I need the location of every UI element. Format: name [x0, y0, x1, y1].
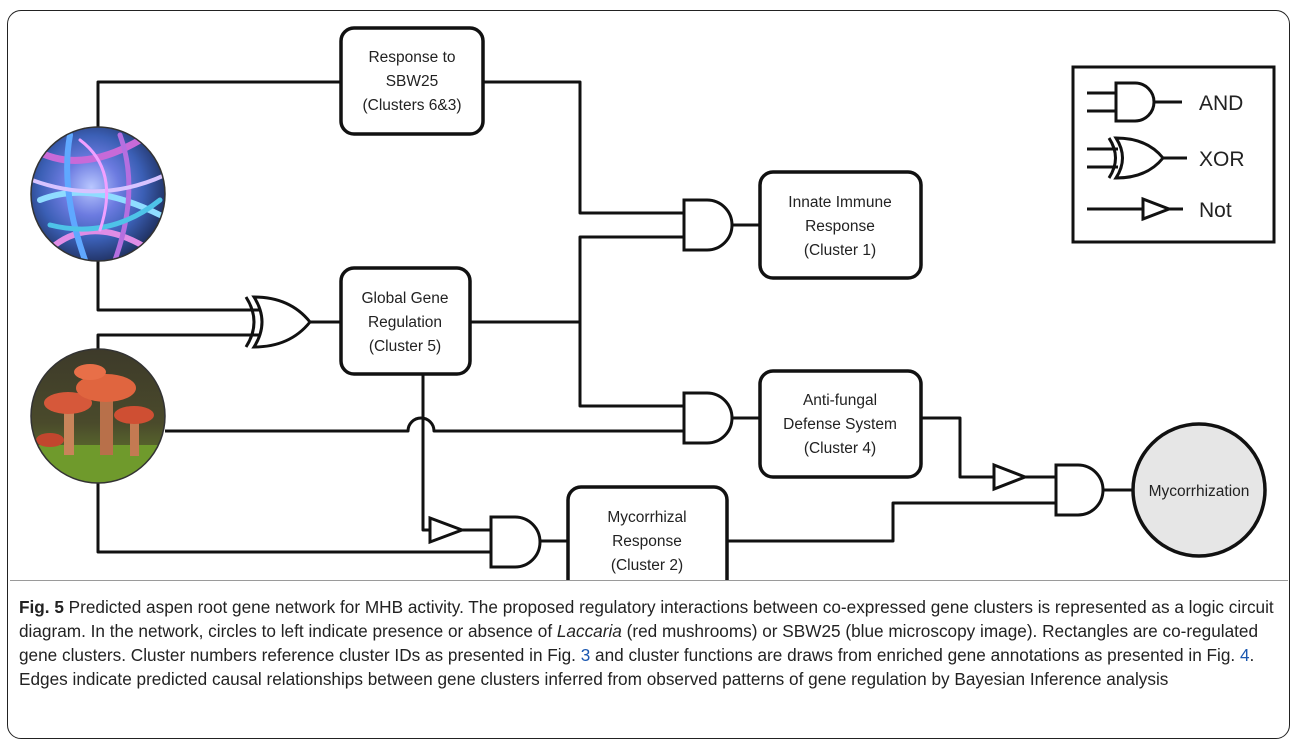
legend-box [1071, 65, 1276, 244]
legend-and-label: AND [1199, 92, 1243, 115]
global-line1: Global Gene [361, 290, 448, 307]
caption-text-1: Predicted aspen root gene network for MH… [19, 597, 1274, 641]
caption-text-3: and cluster functions are draws from enr… [590, 645, 1240, 665]
and-gate-output [1054, 463, 1105, 517]
sbw25-line1: Response to [368, 49, 455, 66]
global-line3: (Cluster 5) [369, 338, 441, 355]
and-gate-innate [682, 198, 734, 252]
antifungal-line1: Anti-fungal [803, 392, 877, 409]
laccaria-mushroom-image [30, 348, 166, 484]
caption-text-2: (red mushrooms) or SBW25 (blue microscop… [19, 621, 1259, 665]
logic-gates [244, 198, 1105, 569]
innate-line3: (Cluster 1) [804, 242, 876, 259]
caption-separator [10, 580, 1288, 581]
caption-fig3-link[interactable]: 3 [580, 645, 591, 665]
mycorrhizal-line1: Mycorrhizal [607, 509, 686, 526]
caption-text-4: . Edges indicate predicted causal relati… [19, 645, 1255, 689]
mycorrhizal-line2: Response [612, 533, 682, 550]
bacteria-image [30, 126, 166, 262]
legend-not-label: Not [1199, 199, 1232, 222]
box-mycorrhizal-response [566, 485, 729, 580]
legend-xor-label: XOR [1199, 148, 1245, 171]
box-innate-immune-response [758, 170, 923, 280]
not-gate-antifungal [992, 462, 1030, 492]
xor-gate-extra-arc [244, 296, 256, 348]
legend-xor-gate-icon [1113, 136, 1165, 180]
sbw25-line3: (Clusters 6&3) [362, 97, 461, 114]
antifungal-line3: (Cluster 4) [804, 440, 876, 457]
global-line2: Regulation [368, 314, 442, 331]
and-gate-mycorrhizal [489, 515, 542, 569]
legend-and-gate-icon [1114, 81, 1156, 123]
not-gate-mycorrhizal [428, 515, 467, 545]
antifungal-line2: Defense System [783, 416, 897, 433]
and-gate-antifungal [682, 391, 734, 445]
mycorrhization-node [1131, 422, 1267, 558]
mycorrhizal-line3: (Cluster 2) [611, 557, 683, 574]
innate-line2: Response [805, 218, 875, 235]
legend-not-gate-icon [1141, 196, 1174, 222]
logic-circuit-diagram: Response to SBW25 (Clusters 6&3) Global … [30, 26, 1276, 580]
caption-fig4-link[interactable]: 4 [1239, 645, 1250, 665]
box-response-sbw25 [339, 26, 485, 136]
figure-frame [7, 10, 1290, 739]
innate-line1: Innate Immune [788, 194, 891, 211]
box-global-gene-regulation [339, 266, 472, 376]
caption-laccaria: Laccaria [556, 621, 622, 641]
caption-fig-label: Fig. 5 [19, 597, 64, 617]
sbw25-line2: SBW25 [386, 73, 439, 90]
mycorrhization-label: Mycorrhization [1149, 483, 1250, 500]
figure-caption: Fig. 5 Predicted aspen root gene network… [19, 595, 1281, 691]
xor-gate [251, 295, 312, 349]
wires [96, 80, 1133, 554]
box-antifungal-defense [758, 369, 923, 479]
legend: AND XOR Not [1071, 65, 1276, 244]
